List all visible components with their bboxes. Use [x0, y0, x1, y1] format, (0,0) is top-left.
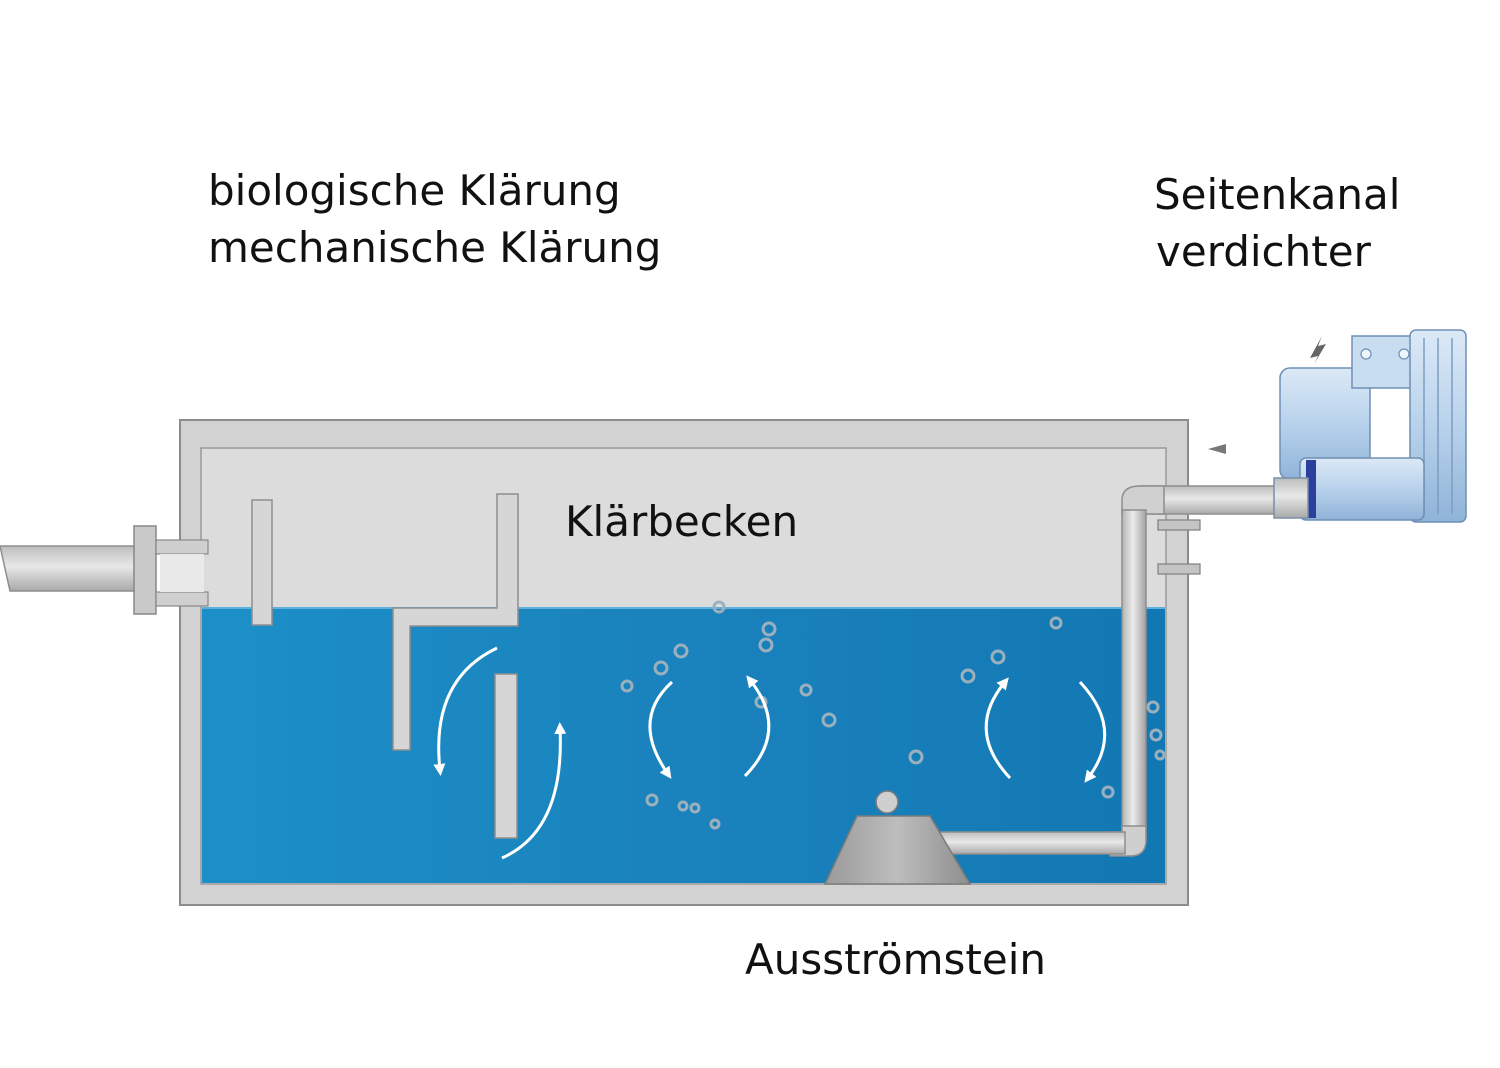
label-diffuser: Ausströmstein — [745, 935, 1046, 984]
flow-arrow-right-left — [984, 677, 1012, 780]
diffuser-nozzle — [875, 790, 899, 814]
air-bubble — [1049, 616, 1063, 630]
baffles — [251, 493, 519, 839]
air-bubble — [990, 649, 1006, 665]
flow-arrow-mid-right — [743, 675, 771, 778]
l-shaped-baffle — [392, 493, 519, 751]
air-pipe-vertical — [1121, 509, 1147, 843]
wall-bracket-upper — [1157, 519, 1201, 531]
blower-bolt-icon — [1360, 348, 1372, 360]
labels: biologische Klärung mechanische Klärung … — [208, 166, 1400, 984]
inlet-pipe-body — [0, 545, 141, 592]
flow-arrow-mid-left — [648, 680, 674, 779]
blower-intake-arrow-icon — [1310, 336, 1326, 364]
inlet-wall-sleeve-bottom — [155, 591, 209, 607]
flow-arrows — [433, 646, 1107, 860]
inlet-wall-gap — [160, 554, 204, 592]
air-pipe-horizontal-bottom — [934, 831, 1126, 855]
air-bubbles — [620, 600, 1166, 830]
blower-outlet-nozzle — [1273, 477, 1309, 519]
air-bubble — [821, 712, 837, 728]
air-bubble — [908, 749, 924, 765]
air-bubble — [712, 600, 726, 614]
inlet-wall-sleeve-top — [155, 539, 209, 555]
diffuser-body — [823, 815, 972, 885]
label-blower-line1: Seitenkanal — [1154, 170, 1400, 219]
air-bubble — [799, 683, 813, 697]
blower-bolt-icon — [1398, 348, 1410, 360]
air-bubble — [677, 800, 689, 812]
air-bubble — [1154, 749, 1166, 761]
air-bubble — [1149, 728, 1163, 742]
blower-outlet-ring — [1306, 460, 1316, 518]
air-bubble — [645, 793, 659, 807]
air-bubble — [1146, 700, 1160, 714]
flow-arrow-down-left — [433, 646, 498, 776]
label-mechanical-treatment: mechanische Klärung — [208, 223, 661, 272]
air-bubble — [653, 660, 669, 676]
side-channel-blower — [1208, 329, 1467, 523]
inlet-pipe — [0, 525, 209, 615]
air-bubble — [758, 637, 774, 653]
label-biological-treatment: biologische Klärung — [208, 166, 621, 215]
air-bubble — [1101, 785, 1115, 799]
blower-terminal-box — [1351, 335, 1419, 389]
wall-bracket-lower — [1157, 563, 1201, 575]
inlet-baffle — [251, 499, 273, 626]
air-bubble — [620, 679, 634, 693]
flow-arrow-right-right — [1078, 680, 1107, 783]
air-pipe-elbow-top — [1121, 485, 1165, 515]
inlet-flange — [133, 525, 157, 615]
separator-plate — [494, 673, 518, 839]
flow-arrow-up-right — [501, 722, 567, 860]
air-bubble — [689, 802, 701, 814]
air-bubble — [960, 668, 976, 684]
label-blower-line2: verdichter — [1156, 227, 1372, 276]
air-intake-arrow-icon — [1208, 444, 1226, 454]
label-basin: Klärbecken — [565, 497, 798, 546]
air-pipe — [934, 485, 1277, 857]
air-bubble — [709, 818, 721, 830]
diffuser-stone — [823, 790, 972, 885]
air-bubble — [673, 643, 689, 659]
air-bubble — [761, 621, 777, 637]
blower-outlet-body — [1299, 457, 1425, 521]
